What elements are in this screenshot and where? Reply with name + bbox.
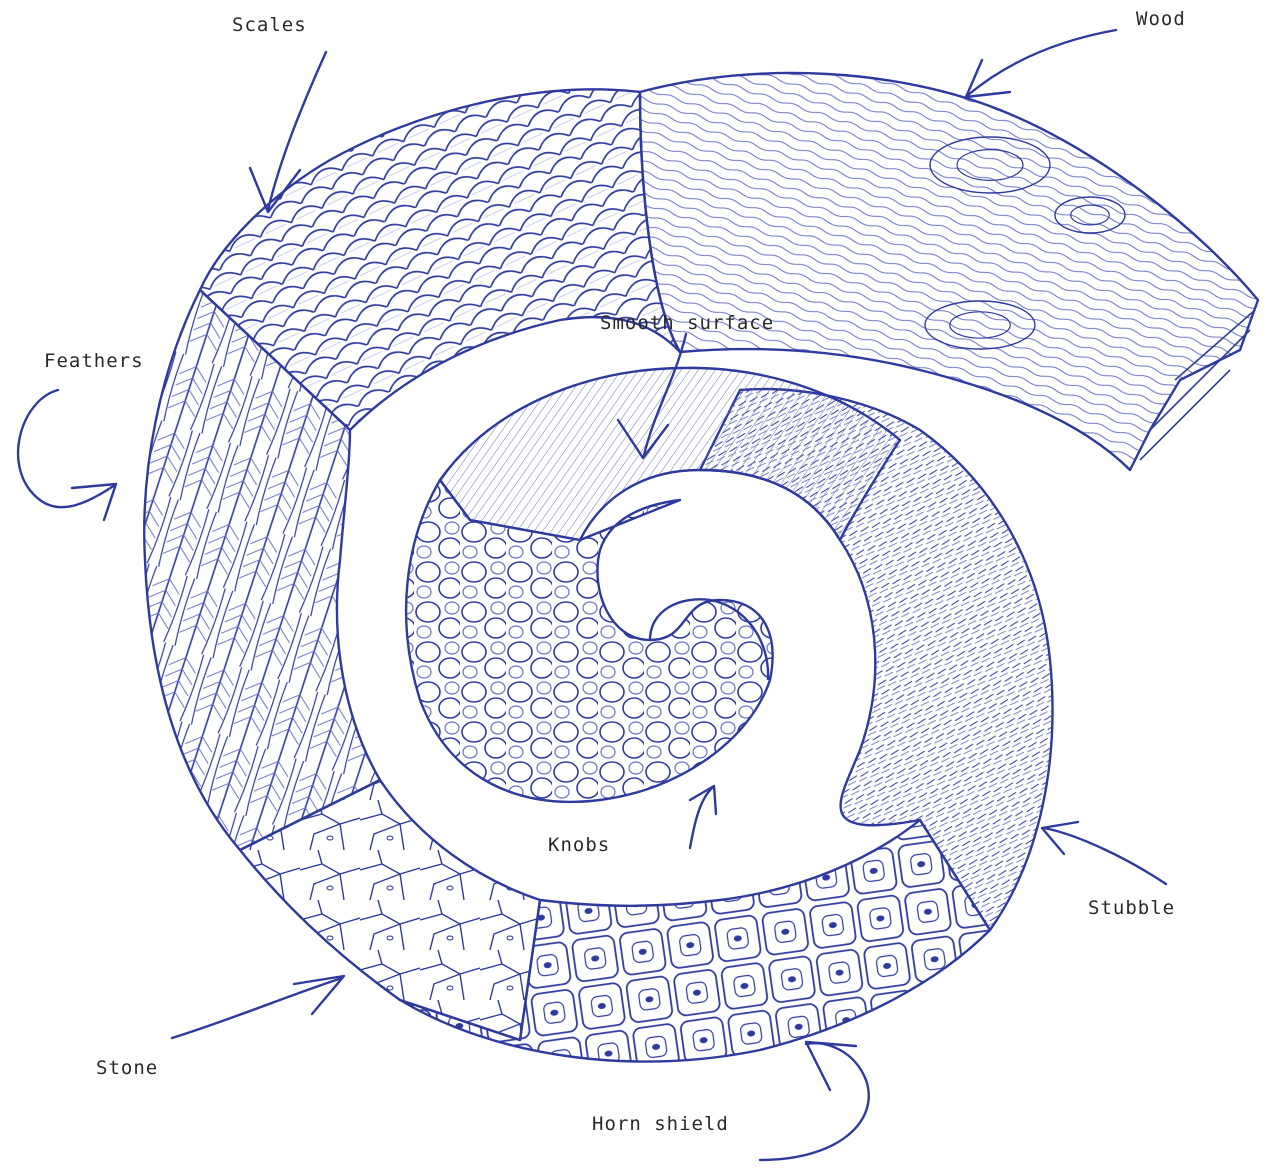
stone-arrow (172, 976, 344, 1038)
stubble-arrow-head (1042, 822, 1078, 854)
label-knobs: Knobs (548, 834, 610, 856)
horn-shield-arrow (760, 1042, 869, 1160)
stone-arrow-head (294, 976, 344, 1014)
wood-arrow (966, 30, 1116, 97)
label-wood: Wood (1136, 8, 1186, 30)
feathers-arrow-shaft (18, 390, 115, 507)
feathers-arrow (18, 390, 116, 520)
label-stone: Stone (96, 1057, 158, 1079)
label-feathers: Feathers (44, 350, 144, 372)
stubble-arrow-shaft (1044, 828, 1166, 884)
horn-shield-arrow-head (806, 1042, 856, 1090)
label-stubble: Stubble (1088, 897, 1175, 919)
label-horn-shield: Horn shield (592, 1113, 729, 1135)
knobs-arrow (690, 786, 716, 848)
label-smooth-surface: Smooth surface (600, 312, 774, 334)
wood-arrow-shaft (968, 30, 1116, 95)
smooth-surface-segment (440, 368, 900, 540)
label-scales: Scales (232, 14, 307, 36)
knobs-segment (406, 480, 772, 802)
stubble-arrow (1042, 822, 1166, 884)
